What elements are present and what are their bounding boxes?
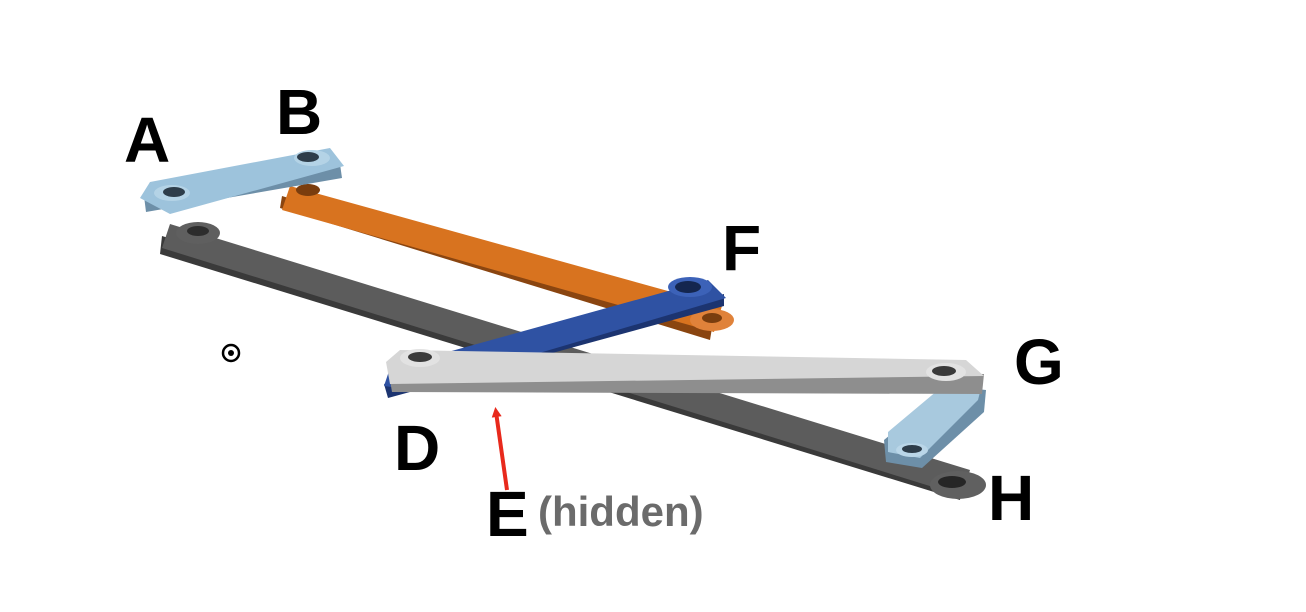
- label-f: F: [722, 212, 761, 284]
- label-e: E: [486, 478, 529, 550]
- label-h: H: [988, 462, 1034, 534]
- link-light-blue-g-h: [884, 380, 986, 468]
- label-a: A: [124, 104, 170, 176]
- label-hidden-note: (hidden): [538, 488, 704, 535]
- label-d: D: [394, 412, 440, 484]
- link-light-blue-a-b: [140, 148, 344, 214]
- arrow-to-joint-e: [491, 407, 509, 491]
- center-marker-icon: [221, 343, 241, 363]
- link-orange-b-f: [280, 184, 734, 340]
- link-light-gray-d-g: [386, 349, 984, 394]
- label-g: G: [1014, 326, 1064, 398]
- label-b: B: [276, 76, 322, 148]
